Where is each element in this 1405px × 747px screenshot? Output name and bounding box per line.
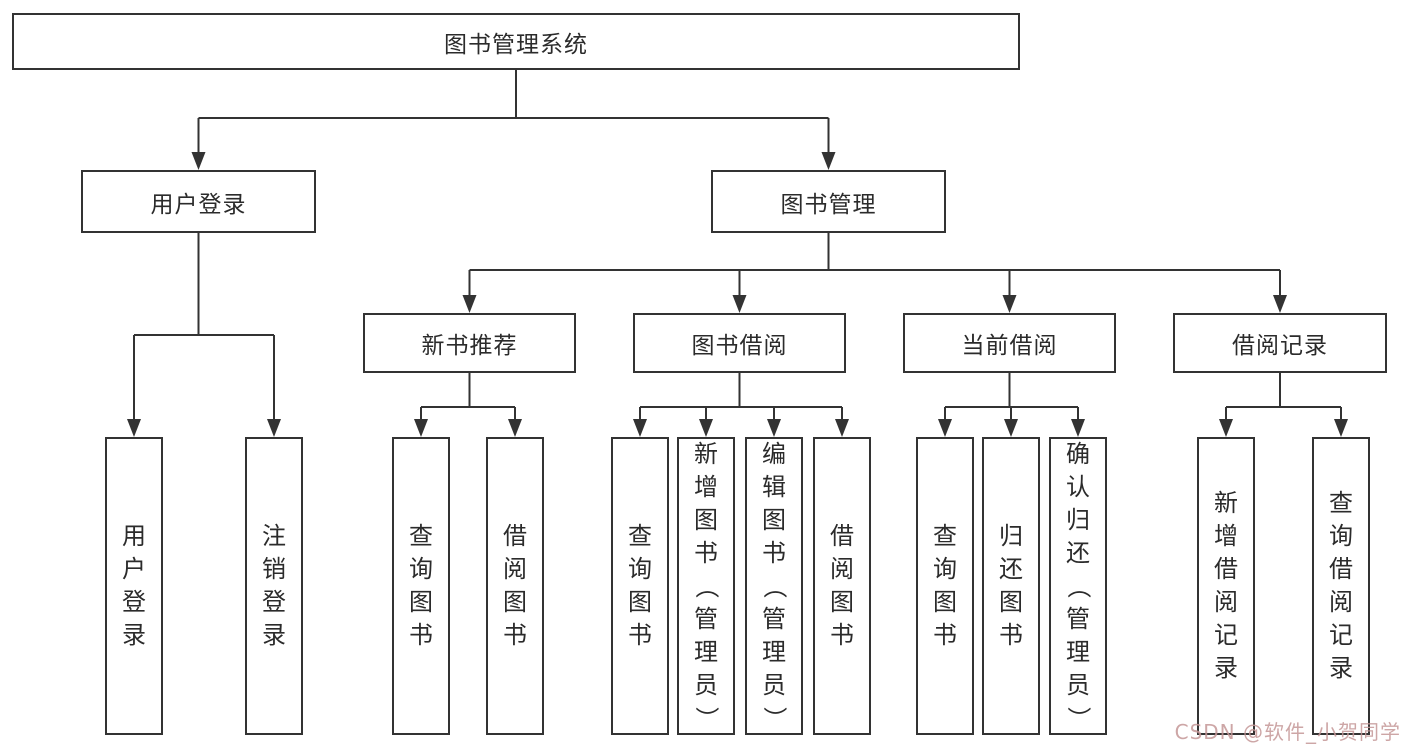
leaf-query-book-current: 查询图书: [916, 437, 974, 735]
leaf-logout: 注销登录: [245, 437, 303, 735]
leaf-add-book-admin: 新增图书（管理员）: [677, 437, 735, 735]
leaf-return-book: 归还图书: [982, 437, 1040, 735]
leaf-borrow-book: 借阅图书: [813, 437, 871, 735]
node-book-borrowing: 图书借阅: [633, 313, 846, 373]
leaf-edit-book-admin: 编辑图书（管理员）: [745, 437, 803, 735]
leaf-add-borrow-record: 新增借阅记录: [1197, 437, 1255, 735]
leaf-query-borrow-record: 查询借阅记录: [1312, 437, 1370, 735]
watermark-text: CSDN @软件_小贺同学: [1174, 720, 1401, 744]
leaf-query-book-recommend: 查询图书: [392, 437, 450, 735]
node-book-management: 图书管理: [711, 170, 946, 233]
tree-edges: [133, 70, 1342, 423]
node-borrowing-records: 借阅记录: [1173, 313, 1387, 373]
node-user-login: 用户登录: [81, 170, 316, 233]
node-new-book-recommend: 新书推荐: [363, 313, 576, 373]
leaf-borrow-book-recommend: 借阅图书: [486, 437, 544, 735]
leaf-query-book-borrowing: 查询图书: [611, 437, 669, 735]
leaf-user-login: 用户登录: [105, 437, 163, 735]
node-current-borrowing: 当前借阅: [903, 313, 1116, 373]
node-root-system: 图书管理系统: [12, 13, 1020, 70]
leaf-confirm-return-admin: 确认归还（管理员）: [1049, 437, 1107, 735]
arrowheads: [127, 152, 1348, 437]
